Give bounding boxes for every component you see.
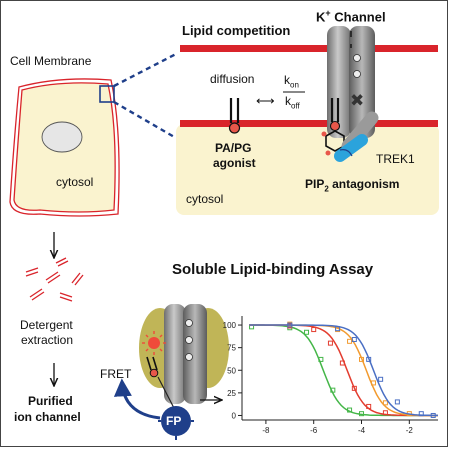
y-tick-label: 75 (227, 344, 236, 353)
series-3-point (382, 400, 388, 406)
zoom-line-bottom (113, 100, 177, 140)
series-3-point (370, 380, 376, 386)
zoom-cytosol-label: cytosol (186, 192, 224, 206)
x-tick-label: -4 (358, 426, 366, 435)
detergent-label-line2: extraction (21, 333, 74, 347)
membrane-fragments (25, 257, 84, 302)
y-tick-label: 50 (227, 366, 236, 375)
series-2-point (366, 403, 372, 409)
purified-label-line1: Purified (28, 394, 73, 408)
series-3-point (347, 338, 353, 344)
y-tick-label: 0 (232, 411, 237, 420)
series-2-point (311, 327, 317, 333)
k-channel-title: K+ Channel (316, 8, 386, 25)
series-4-point (335, 326, 341, 332)
cell-membrane-label: Cell Membrane (10, 54, 92, 68)
k-on-label: kon (284, 73, 299, 90)
series-4-point (394, 399, 400, 405)
series-2-point (339, 360, 345, 366)
series-4-point (430, 412, 436, 418)
diffusion-label: diffusion (210, 72, 255, 86)
zoom-line-top (113, 52, 177, 88)
agonist-label-line1: PA/PG (215, 141, 252, 155)
pip2-lipid (321, 98, 345, 156)
series-4-point (351, 337, 357, 343)
series-4-point (378, 376, 384, 382)
series-3-curve (249, 324, 439, 417)
x-tick-label: -2 (406, 426, 414, 435)
agonist-label-line2: agonist (213, 156, 256, 170)
pa-pg-lipid (228, 98, 241, 134)
x-tick-label: -6 (310, 426, 318, 435)
lipid-competition-title: Lipid competition (182, 23, 291, 38)
series-2-curve (249, 324, 438, 417)
assay-title: Soluble Lipid-binding Assay (172, 261, 374, 278)
series-3-point (359, 356, 365, 362)
membrane-upper (180, 45, 438, 52)
fp-label: FP (166, 414, 182, 428)
x-tick-label: -8 (262, 426, 270, 435)
series-2-point (327, 340, 333, 346)
series-1-point (330, 387, 336, 393)
fret-label-lipid (142, 331, 166, 378)
probe-tether (157, 376, 177, 413)
purified-label-line2: ion channel (14, 410, 81, 424)
fret-arrow (113, 378, 161, 420)
k-off-label: koff (285, 94, 300, 111)
series-1-point (359, 411, 365, 417)
series-1-point (318, 356, 324, 362)
series-1-point (347, 407, 353, 413)
fret-label: FRET (100, 367, 132, 381)
zoom-box (99, 85, 115, 103)
series-4-point (287, 322, 293, 328)
series-4-curve (249, 324, 438, 417)
trek1-label: TREK1 (376, 152, 415, 166)
cell-cytosol-label: cytosol (56, 175, 94, 189)
series-2-point (351, 385, 357, 391)
membrane-lower (180, 120, 438, 127)
y-tick-label: 25 (227, 389, 236, 398)
detergent-label-line1: Detergent (20, 318, 73, 332)
series-4-point (366, 356, 372, 362)
nucleus (41, 121, 83, 153)
cytosol-region (176, 124, 439, 215)
fp-probe (158, 406, 194, 440)
cell-drawing (9, 78, 120, 217)
block-x-mark: ✖ (350, 91, 365, 110)
series-1-point (304, 329, 310, 335)
series-1-curve (249, 324, 438, 417)
y-tick-label: 100 (223, 321, 237, 330)
dose-response-chart: 0 25 50 75 100 -8 -6 -4 -2 (223, 316, 439, 435)
purified-channel (139, 304, 229, 404)
series-4-point (418, 411, 424, 417)
series-2-point (382, 410, 388, 416)
pip2-antagonism-label: PIP2 antagonism (305, 177, 400, 194)
trek1-domain (334, 111, 379, 162)
exchange-arrow: ⟷ (256, 93, 275, 108)
